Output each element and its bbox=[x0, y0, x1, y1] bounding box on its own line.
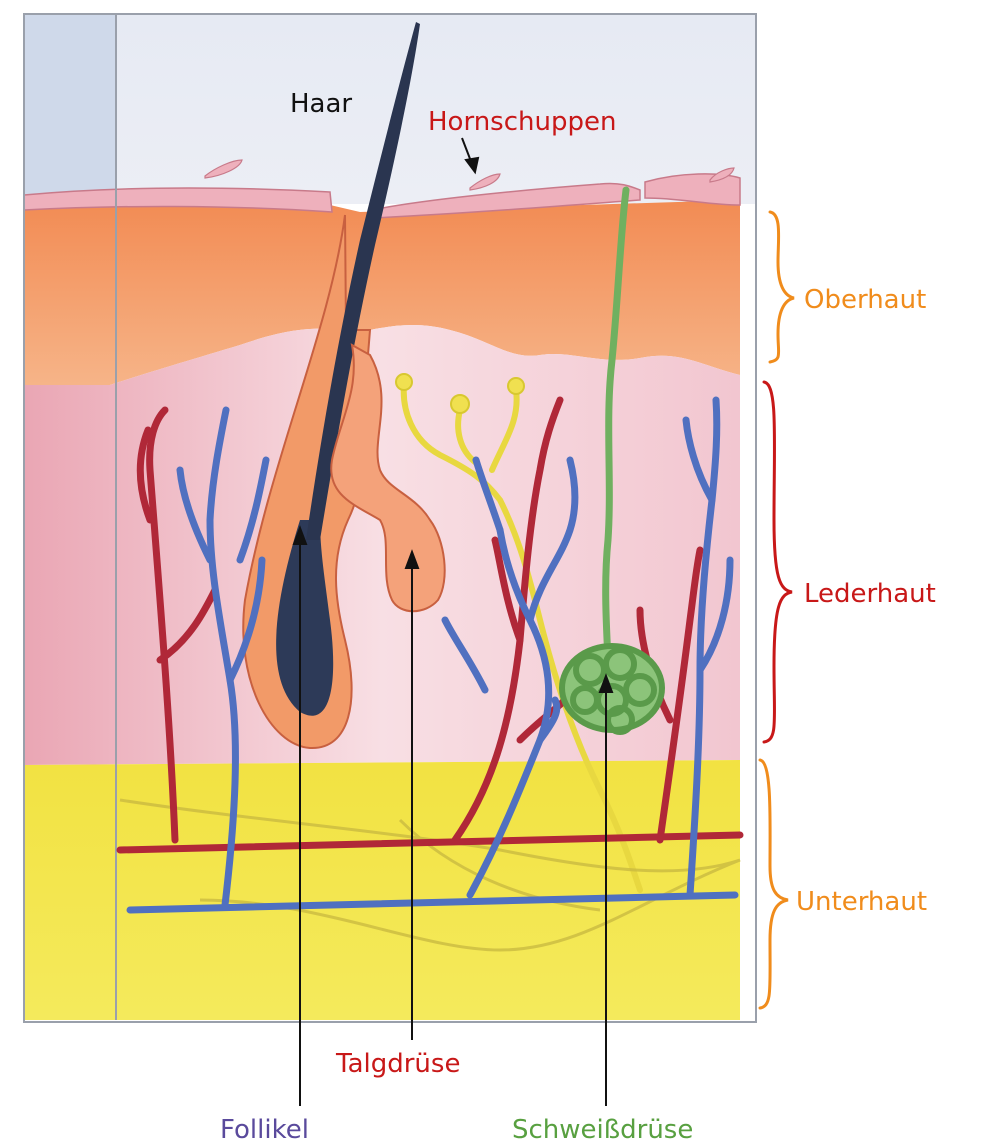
layer-brackets bbox=[760, 212, 794, 1008]
label-scales: Hornschuppen bbox=[428, 107, 616, 137]
label-follicle: Follikel bbox=[220, 1115, 309, 1145]
label-hair: Haar bbox=[290, 89, 352, 119]
bracket-epidermis bbox=[770, 212, 794, 362]
left-margin-strip bbox=[24, 14, 116, 194]
subcutis-layer bbox=[24, 760, 740, 1020]
bracket-dermis bbox=[764, 382, 792, 742]
label-sebaceous: Talgdrüse bbox=[335, 1049, 460, 1079]
label-subcutis: Unterhaut bbox=[796, 887, 927, 917]
label-dermis: Lederhaut bbox=[804, 579, 936, 609]
sweat-coil bbox=[562, 646, 662, 732]
bracket-subcutis bbox=[760, 760, 788, 1008]
label-sweat: Schweißdrüse bbox=[512, 1115, 693, 1145]
label-epidermis: Oberhaut bbox=[804, 285, 926, 315]
